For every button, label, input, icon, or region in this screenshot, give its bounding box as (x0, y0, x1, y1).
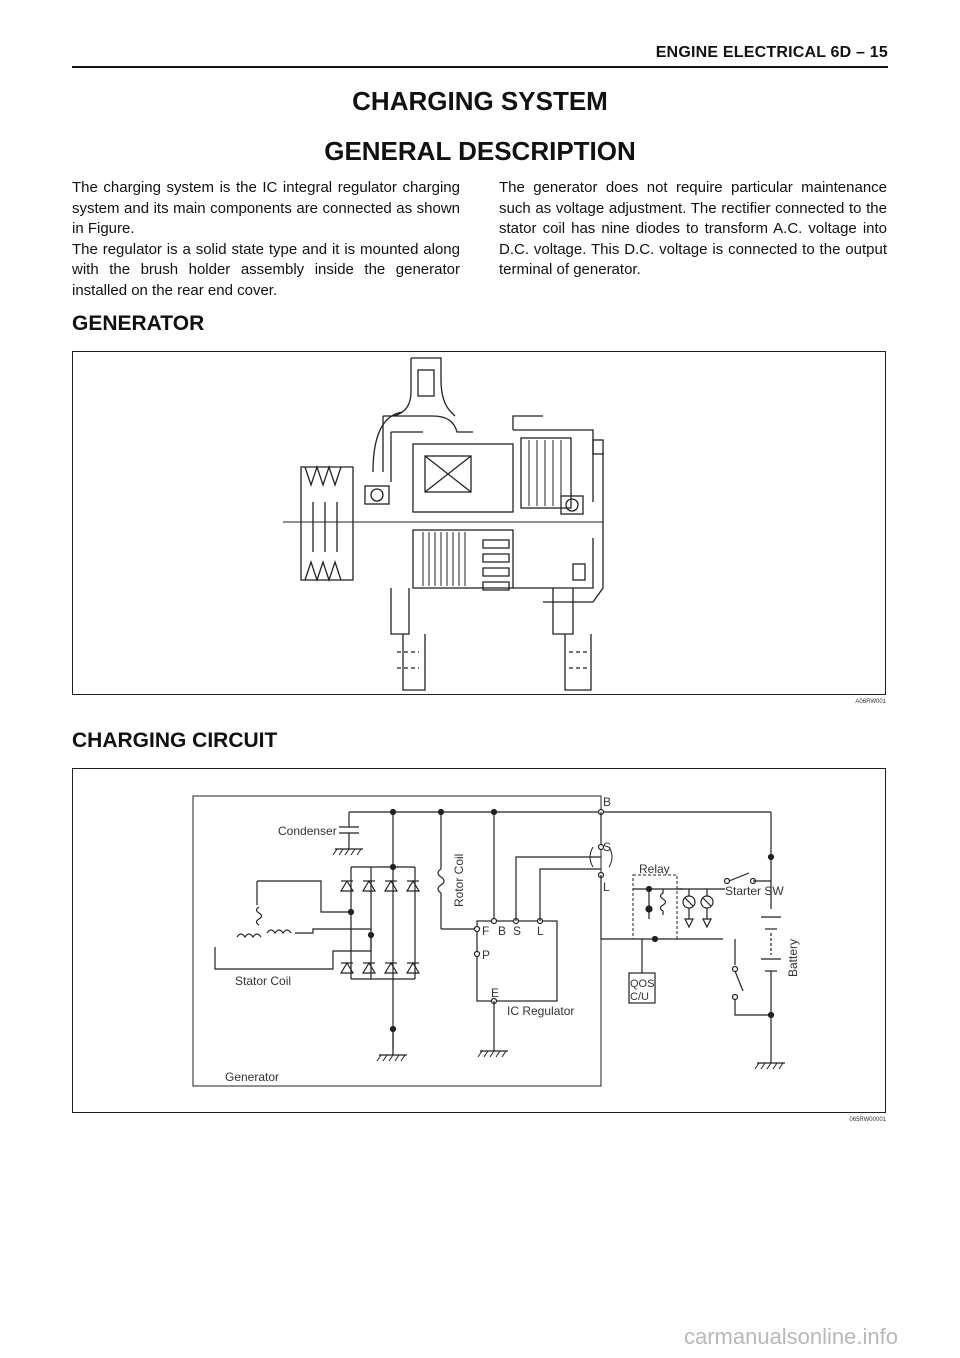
condenser-label: Condenser (278, 824, 337, 838)
terminal-s-label: S (603, 840, 611, 854)
watermark: carmanualsonline.info (683, 1324, 898, 1349)
charging-circuit-diagram: Condenser Rotor Coil Stator Coil Generat… (192, 795, 800, 1087)
battery-label: Battery (786, 939, 800, 977)
stator-coil-label: Stator Coil (235, 974, 291, 988)
figure-code: 065RW00001 (849, 1117, 886, 1123)
description-paragraph: The generator does not require particula… (499, 179, 887, 278)
generator-figure (72, 351, 886, 695)
description-paragraph: The regulator is a solid state type and … (72, 240, 460, 299)
section-heading: GENERAL DESCRIPTION (324, 136, 636, 166)
cu-label: C/U (630, 991, 649, 1003)
rotor-coil-label: Rotor Coil (452, 854, 466, 907)
figure-code: A06RW001 (855, 699, 886, 705)
ic-regulator-label: IC Regulator (507, 1004, 574, 1018)
regulator-e-label: E (491, 986, 499, 1000)
starter-sw-label: Starter SW (725, 884, 784, 898)
regulator-l-label: L (537, 924, 544, 938)
relay-label: Relay (639, 862, 670, 876)
regulator-b-label: B (498, 924, 506, 938)
description-left: The charging system is the IC integral r… (72, 178, 460, 301)
charging-circuit-figure: Condenser Rotor Coil Stator Coil Generat… (72, 768, 886, 1113)
regulator-p-label: P (482, 948, 490, 962)
generator-heading: GENERATOR (72, 312, 205, 335)
generator-cross-section-drawing (283, 357, 604, 691)
page-title: CHARGING SYSTEM (352, 86, 608, 116)
regulator-s-label: S (513, 924, 521, 938)
header-title: ENGINE ELECTRICAL 6D – 15 (655, 44, 888, 61)
description-paragraph: The charging system is the IC integral r… (72, 179, 460, 237)
qos-label: QOS (630, 978, 654, 990)
description-right: The generator does not require particula… (499, 178, 887, 281)
regulator-f-label: F (482, 924, 489, 938)
generator-label: Generator (225, 1070, 279, 1084)
header-rule (72, 66, 888, 68)
terminal-l-label: L (603, 880, 610, 894)
terminal-b-label: B (603, 795, 611, 809)
charging-circuit-heading: CHARGING CIRCUIT (72, 729, 278, 752)
starter-sw-text: Starter SW (725, 884, 784, 898)
